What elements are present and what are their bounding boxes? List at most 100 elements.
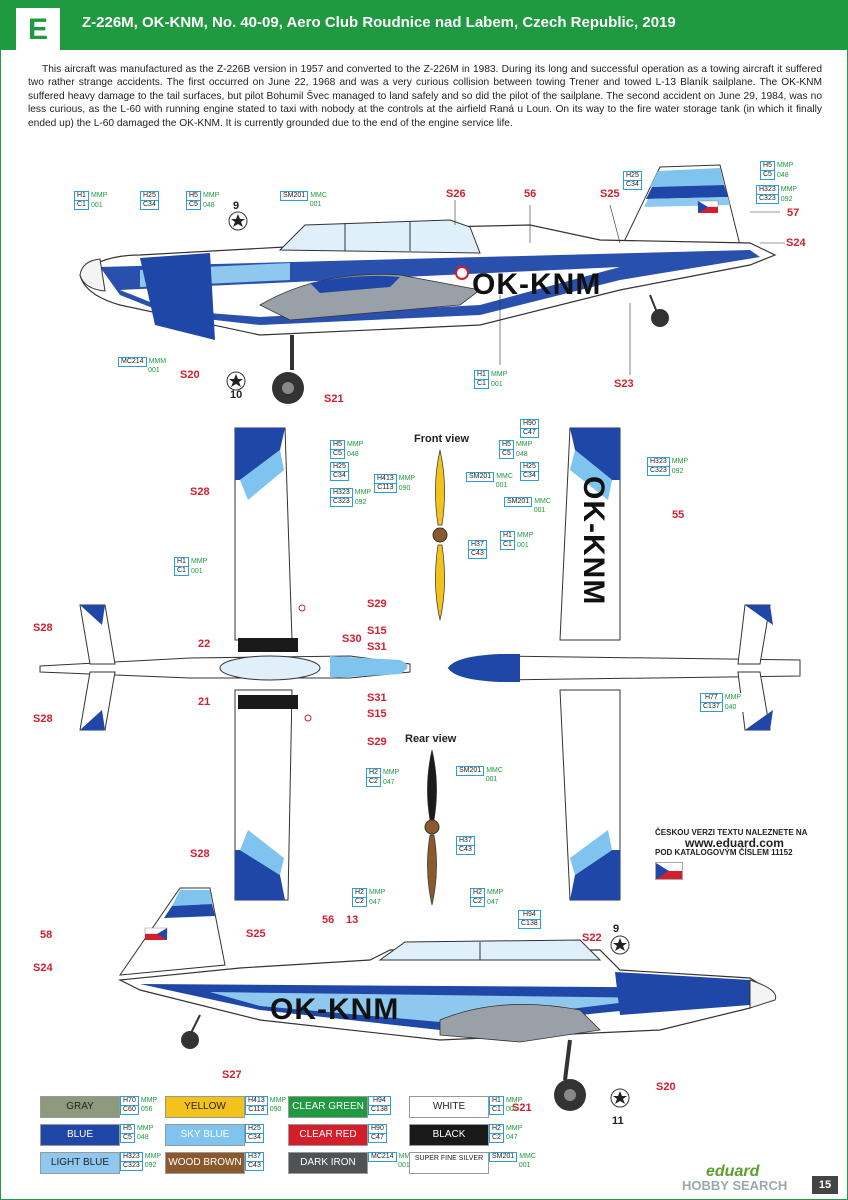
decal-label: S31 <box>367 641 387 653</box>
swatch-clear-green: CLEAR GREEN <box>288 1096 368 1118</box>
swatch-light-blue: LIGHT BLUE <box>40 1152 120 1174</box>
decal-label: S21 <box>324 393 344 405</box>
swatch-super-fine-silver: SUPER FINE SILVER <box>409 1152 489 1174</box>
decal-label: S24 <box>786 237 806 249</box>
swatch-clear-red: CLEAR RED <box>288 1124 368 1146</box>
scheme-letter: E <box>16 8 60 52</box>
decal-label: S23 <box>614 378 634 390</box>
scheme-title: Z-226M, OK-KNM, No. 40-09, Aero Club Rou… <box>82 14 676 31</box>
decal-label: S24 <box>33 962 53 974</box>
decal-label: 9 <box>613 923 620 935</box>
decal-label: S22 <box>582 932 602 944</box>
decal-label: S29 <box>367 736 387 748</box>
registration-right: OK-KNM <box>270 993 400 1026</box>
decal-label: 11 <box>612 1115 624 1127</box>
decal-label: 57 <box>787 207 800 219</box>
decal-label: S15 <box>367 625 387 637</box>
swatch-gray: GRAY <box>40 1096 120 1118</box>
decal-label: 13 <box>346 914 359 926</box>
decal-label: S31 <box>367 692 387 704</box>
left-profile-drawing <box>79 164 785 404</box>
bottom-view-drawing <box>447 427 801 901</box>
czech-note-line2: POD KATALOGOVÝM ČÍSLEM 11152 <box>655 848 793 857</box>
decal-label: S25 <box>600 188 620 200</box>
czech-note-url[interactable]: www.eduard.com <box>685 836 784 850</box>
swatch-blue: BLUE <box>40 1124 120 1146</box>
swatch-white: WHITE <box>409 1096 489 1118</box>
propeller-rear-view <box>424 749 440 906</box>
right-profile-drawing <box>117 887 777 1111</box>
decal-label: S27 <box>222 1069 242 1081</box>
decal-label: 55 <box>672 509 685 521</box>
decal-label: 9 <box>233 200 240 212</box>
decal-label: S28 <box>33 713 53 725</box>
decal-label: 58 <box>40 929 53 941</box>
registration-underwing: OK-KNM <box>577 476 610 606</box>
swatch-yellow: YELLOW <box>165 1096 245 1118</box>
decal-label: 22 <box>198 638 211 650</box>
decal-label: S28 <box>190 848 210 860</box>
propeller-front-view <box>432 449 448 621</box>
decal-label: 21 <box>198 696 211 708</box>
decal-label: S20 <box>180 369 200 381</box>
brand-logo: eduard <box>706 1163 760 1180</box>
page-number: 15 <box>812 1176 838 1194</box>
decal-label: S28 <box>33 622 53 634</box>
decal-label: S29 <box>367 598 387 610</box>
front-view-label: Front view <box>414 433 470 445</box>
swatch-dark-iron: DARK IRON <box>288 1152 368 1174</box>
rear-view-label: Rear view <box>405 733 457 745</box>
registration-left: OK-KNM <box>472 268 602 301</box>
decal-label: 56 <box>524 188 537 200</box>
czech-note-line1: ČESKOU VERZI TEXTU NALEZNETE NA <box>655 828 808 837</box>
swatch-black: BLACK <box>409 1124 489 1146</box>
watermark: HOBBY SEARCH <box>682 1178 788 1193</box>
decal-label: S20 <box>656 1081 676 1093</box>
history-paragraph: This aircraft was manufactured as the Z-… <box>28 64 822 129</box>
czech-flag-icon <box>655 862 683 880</box>
decal-label: S25 <box>246 928 266 940</box>
header-banner: E Z-226M, OK-KNM, No. 40-09, Aero Club R… <box>0 0 848 52</box>
decal-label: S28 <box>190 486 210 498</box>
decal-label: 10 <box>230 389 243 401</box>
decal-label: 56 <box>322 914 335 926</box>
decal-label: S26 <box>446 188 466 200</box>
swatch-sky-blue: SKY BLUE <box>165 1124 245 1146</box>
